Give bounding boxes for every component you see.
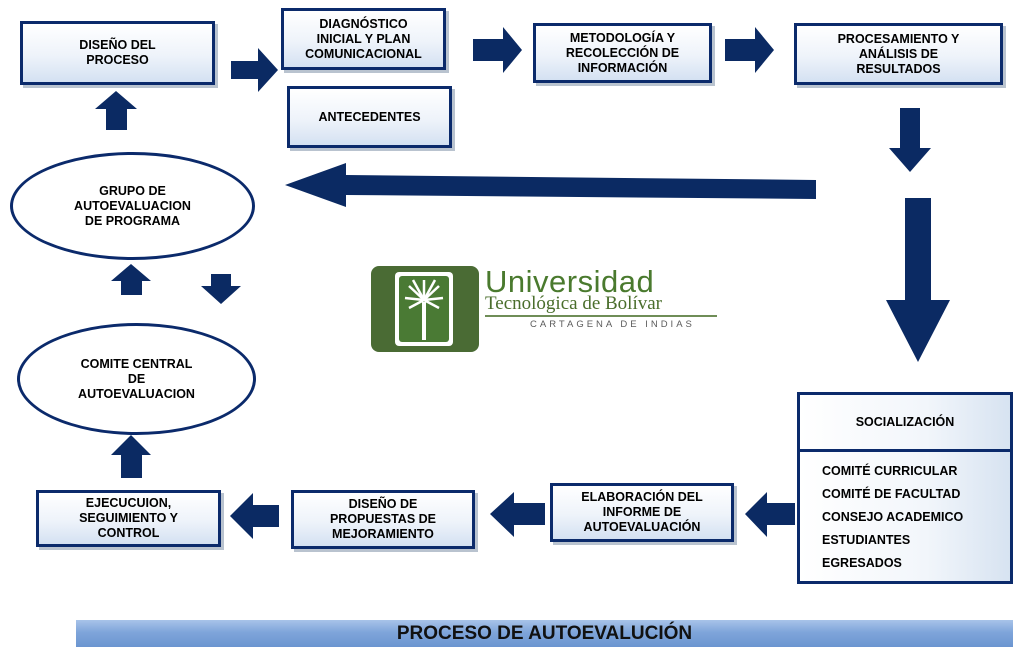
node-metodologia: METODOLOGÍA Y RECOLECCIÓN DE INFORMACIÓN — [533, 23, 712, 83]
logo-city: CARTAGENA DE INDIAS — [530, 319, 695, 330]
node-diseno-propuestas: DISEÑO DE PROPUESTAS DE MEJORAMIENTO — [291, 490, 475, 549]
socializacion-item: ESTUDIANTES — [822, 533, 911, 547]
arrow-up-2 — [111, 264, 151, 295]
node-grupo: GRUPO DE AUTOEVALUACION DE PROGRAMA — [10, 152, 255, 260]
arrow-down-2 — [201, 274, 241, 304]
arrow-right-1 — [231, 48, 278, 92]
arrow-left-2 — [490, 492, 545, 537]
socializacion-item: EGRESADOS — [822, 556, 902, 570]
socializacion-list: COMITÉ CURRICULAR COMITÉ DE FACULTAD CON… — [800, 452, 1010, 575]
node-comite-central: COMITE CENTRAL DE AUTOEVALUACION — [17, 323, 256, 435]
node-elaboracion: ELABORACIÓN DEL INFORME DE AUTOEVALUACIÓ… — [550, 483, 734, 542]
node-diseno-proceso: DISEÑO DEL PROCESO — [20, 21, 215, 85]
socializacion-item: CONSEJO ACADEMICO — [822, 510, 964, 524]
diagram-title: PROCESO DE AUTOEVALUCIÓN — [76, 620, 1013, 647]
logo-subtitle: Tecnológica de Bolívar — [485, 293, 662, 314]
arrow-up-1 — [95, 91, 137, 130]
node-antecedentes: ANTECEDENTES — [287, 86, 452, 148]
node-procesamiento: PROCESAMIENTO Y ANÁLISIS DE RESULTADOS — [794, 23, 1003, 85]
node-ejecucion: EJECUCUION, SEGUIMIENTO Y CONTROL — [36, 490, 221, 547]
logo-name: Universidad — [485, 264, 655, 299]
arrow-left-long — [285, 163, 816, 207]
arrow-down-1 — [889, 108, 931, 172]
arrow-right-3 — [725, 27, 774, 73]
socializacion-item: COMITÉ DE FACULTAD — [822, 487, 961, 501]
arrow-left-1 — [745, 492, 795, 537]
logo-divider — [485, 315, 717, 317]
socializacion-panel: SOCIALIZACIÓN COMITÉ CURRICULAR COMITÉ D… — [797, 392, 1013, 584]
arrow-up-3 — [111, 435, 151, 478]
socializacion-title: SOCIALIZACIÓN — [800, 395, 1010, 452]
arrow-left-3 — [230, 493, 279, 539]
arrow-down-long — [886, 198, 950, 362]
palm-tree-emblem-icon — [371, 266, 479, 352]
socializacion-item: COMITÉ CURRICULAR — [822, 464, 958, 478]
arrow-right-2 — [473, 27, 522, 73]
node-diagnostico: DIAGNÓSTICO INICIAL Y PLAN COMUNICACIONA… — [281, 8, 446, 70]
university-logo: Universidad Tecnológica de Bolívar CARTA… — [371, 264, 721, 352]
